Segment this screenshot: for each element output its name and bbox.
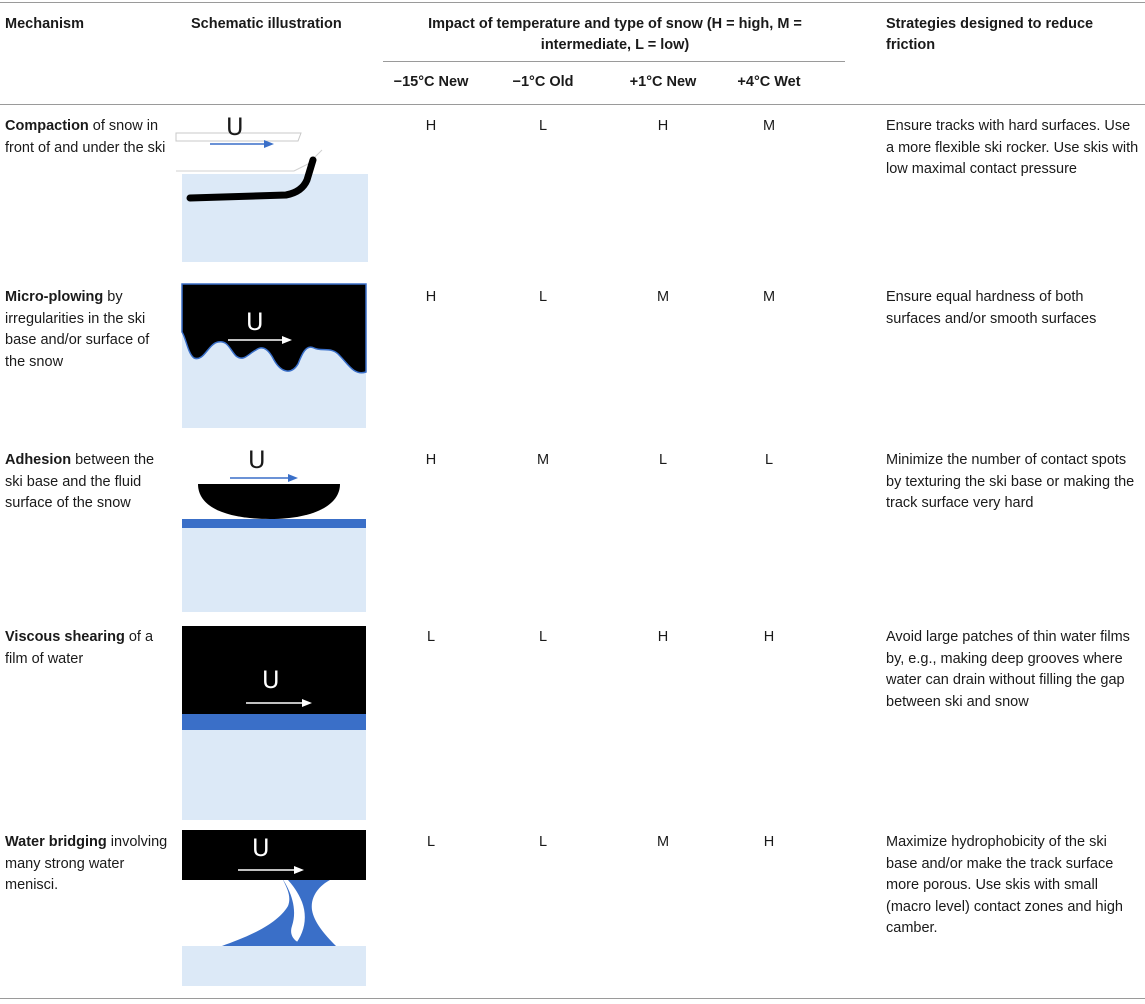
- row-5-impact-2: L: [538, 834, 548, 850]
- mechanism-description: by irregularities in the ski base and/or…: [5, 289, 150, 370]
- row-4-impact-3: H: [657, 629, 669, 645]
- compaction-outline: [176, 149, 323, 172]
- snow-layer: [182, 174, 368, 262]
- compaction-schematic: U: [175, 113, 368, 262]
- header-condition-3: +1°C New: [629, 74, 697, 90]
- water-film: [182, 714, 366, 730]
- header-impact: Impact of temperature and type of snow (…: [428, 16, 802, 53]
- row-5-strategy: Maximize hydrophobicity of the ski base …: [886, 834, 1123, 936]
- row-1-impact-1: H: [425, 118, 437, 134]
- velocity-label: U: [262, 666, 280, 694]
- header-bottom-rule: [0, 104, 1145, 105]
- row-2-impact-3: M: [656, 289, 670, 305]
- velocity-arrow-head: [294, 866, 304, 874]
- mechanism-description: of snow in front of and under the ski: [5, 118, 166, 156]
- row-1-impact-2: L: [538, 118, 548, 134]
- row-2-impact-2: L: [538, 289, 548, 305]
- table-row-2-mechanism: Micro-plowing by irregularities in the s…: [5, 287, 170, 373]
- water-bridging-schematic: U: [182, 830, 366, 986]
- velocity-label: U: [226, 113, 244, 141]
- snow-layer: [182, 946, 366, 986]
- row-1-impact-4: M: [762, 118, 776, 134]
- water-film: [182, 519, 366, 528]
- ski-base: [198, 484, 340, 519]
- velocity-arrow-head: [264, 140, 274, 148]
- velocity-arrow-head: [288, 474, 298, 482]
- header-condition-4: +4°C Wet: [737, 74, 801, 90]
- velocity-label: U: [246, 308, 264, 336]
- row-3-impact-2: M: [536, 452, 550, 468]
- row-3-impact-4: L: [764, 452, 774, 468]
- ski-profile: [186, 156, 317, 202]
- velocity-label: U: [248, 446, 266, 474]
- header-condition-1: −15°C New: [393, 74, 469, 90]
- adhesion-schematic: U: [182, 446, 366, 612]
- row-1-impact-3: H: [657, 118, 669, 134]
- viscous-shearing-schematic: U: [182, 626, 366, 820]
- mechanism-term: Compaction: [5, 118, 89, 134]
- velocity-label: U: [252, 834, 270, 862]
- water-meniscus-right: [286, 878, 336, 946]
- row-2-strategy: Ensure equal hardness of both surfaces a…: [886, 289, 1097, 327]
- mechanism-term: Water bridging: [5, 834, 107, 850]
- row-4-impact-1: L: [426, 629, 436, 645]
- mechanism-term: Adhesion: [5, 452, 72, 468]
- ski-base: [182, 830, 366, 880]
- table-row-3-mechanism: Adhesion between the ski base and the fl…: [5, 450, 170, 515]
- row-2-impact-4: M: [762, 289, 776, 305]
- micro-plowing-schematic: U: [181, 283, 367, 428]
- row-4-strategy: Avoid large patches of thin water films …: [886, 629, 1130, 710]
- mechanism-term: Viscous shearing: [5, 629, 125, 645]
- table-row-5-mechanism: Water bridging involving many strong wat…: [5, 832, 170, 897]
- row-4-impact-4: H: [763, 629, 775, 645]
- header-sub-rule: [383, 61, 845, 62]
- row-4-impact-2: L: [538, 629, 548, 645]
- header-strategies: Strategies designed to reduce friction: [886, 16, 1094, 53]
- uncompressed-snow-surface: [175, 132, 302, 142]
- row-5-impact-4: H: [763, 834, 775, 850]
- velocity-arrow-head: [302, 699, 312, 707]
- row-1-strategy: Ensure tracks with hard surfaces. Use a …: [886, 118, 1139, 177]
- table-bottom-rule: [0, 998, 1145, 999]
- table-row-4-mechanism: Viscous shearing of a film of water: [5, 627, 170, 670]
- mechanism-description: between the ski base and the fluid surfa…: [5, 452, 155, 511]
- snow-layer: [182, 528, 366, 612]
- row-3-impact-1: H: [425, 452, 437, 468]
- mechanism-description: involving many strong water menisci.: [5, 834, 168, 893]
- velocity-arrow-head: [282, 336, 292, 344]
- row-5-impact-3: M: [656, 834, 670, 850]
- header-mechanism: Mechanism: [5, 16, 84, 32]
- table-top-rule: [0, 2, 1145, 3]
- mechanism-term: Micro-plowing: [5, 289, 104, 305]
- row-2-impact-1: H: [425, 289, 437, 305]
- table-row-1-mechanism: Compaction of snow in front of and under…: [5, 116, 170, 159]
- header-schematic: Schematic illustration: [191, 16, 342, 32]
- mechanism-description: of a film of water: [5, 629, 154, 667]
- water-meniscus: [222, 878, 308, 946]
- ski-base-irregular: [181, 283, 367, 374]
- header-condition-2: −1°C Old: [512, 74, 574, 90]
- row-5-impact-1: L: [426, 834, 436, 850]
- row-3-impact-3: L: [658, 452, 668, 468]
- snow-layer: [182, 730, 366, 820]
- row-3-strategy: Minimize the number of contact spots by …: [886, 452, 1135, 511]
- ski-base: [182, 626, 366, 714]
